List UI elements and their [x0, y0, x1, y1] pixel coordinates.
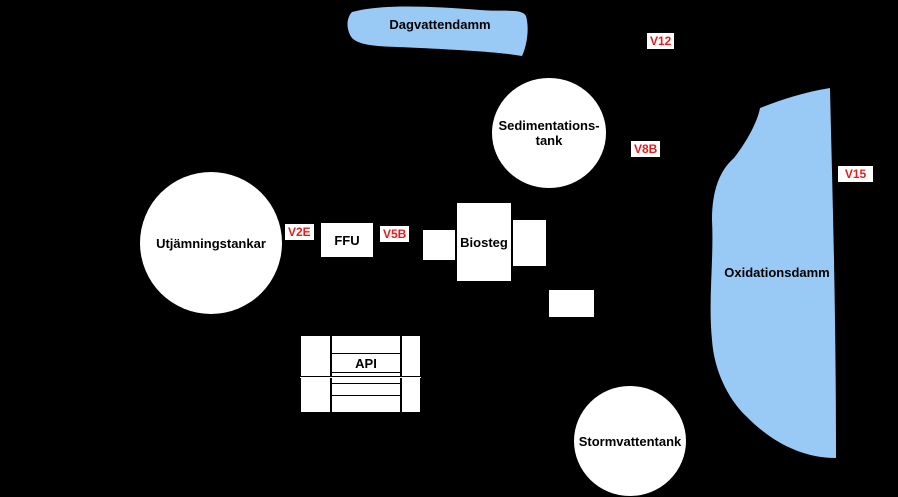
oxidationsdamm-label: Oxidationsdamm	[724, 265, 830, 280]
biosteg-label: Biosteg	[460, 234, 508, 250]
sedimentationstank-label: Sedimentations- tank	[498, 118, 600, 148]
oxidationsdamm-pond-shape	[710, 88, 836, 458]
valve-v8b: V8B	[631, 141, 661, 157]
dagvattendamm-label: Dagvattendamm	[389, 17, 491, 32]
biosteg-side-box-right	[512, 219, 547, 267]
api-center-block	[331, 335, 401, 413]
api-label: API	[355, 356, 377, 371]
valve-v12: V12	[647, 33, 675, 49]
utjamningstankar-circle: Utjämningstankar	[140, 172, 282, 314]
stormvattentank-label: Stormvattentank	[578, 433, 682, 449]
valve-v15: V15	[838, 166, 873, 182]
ffu-label: FFU	[334, 232, 360, 248]
api-row-1	[331, 353, 401, 373]
sedimentationstank-circle: Sedimentations- tank	[492, 78, 606, 188]
api-row-3	[331, 383, 401, 396]
valve-v5b: V5B	[380, 226, 410, 242]
api-row-2	[300, 376, 421, 378]
stormvattentank-circle: Stormvattentank	[574, 386, 686, 496]
dagvattendamm-pond-shape	[347, 6, 528, 56]
api-left-block	[300, 335, 331, 413]
utjamningstankar-label: Utjämningstankar	[156, 235, 266, 251]
biosteg-small-box	[548, 289, 595, 318]
biosteg-side-box-left	[422, 229, 456, 261]
valve-v2e: V2E	[285, 224, 314, 240]
ffu-box: FFU	[320, 222, 374, 258]
api-right-block	[401, 335, 421, 413]
biosteg-box: Biosteg	[456, 202, 512, 282]
